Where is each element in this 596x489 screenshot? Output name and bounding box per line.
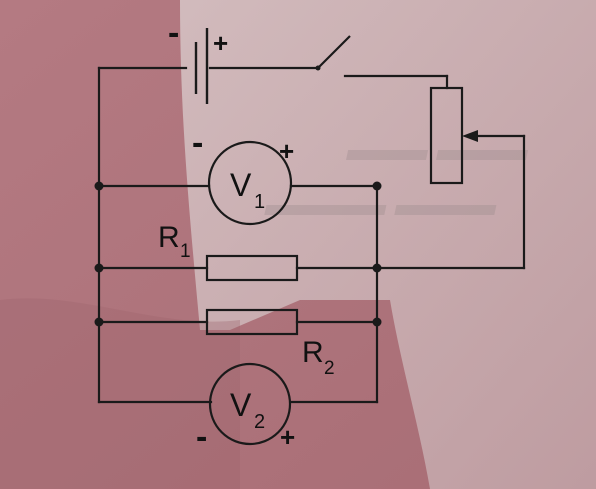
- voltmeter-1-subscript: 1: [254, 191, 265, 213]
- resistor-2-body: [205, 308, 299, 336]
- switch-contact-left: [315, 65, 321, 71]
- light-region: [180, 0, 596, 489]
- resistor-2-letter: R: [302, 336, 324, 369]
- resistor-2-subscript: 2: [324, 358, 335, 379]
- battery-plus-label: +: [213, 28, 228, 58]
- circuit-wires: [97, 66, 526, 404]
- shadow-region: [0, 298, 240, 489]
- voltmeter-2-plus-label: +: [280, 422, 295, 452]
- junction-dots: [94, 181, 382, 327]
- voltmeter-2-letter: V: [230, 387, 252, 423]
- junction-dot: [94, 317, 104, 327]
- rheostat-body: [429, 86, 464, 185]
- junction-dot: [372, 263, 382, 273]
- resistor-1-subscript: 1: [180, 241, 191, 262]
- junction-dot: [372, 181, 382, 191]
- battery-minus-label: -: [168, 14, 179, 52]
- voltmeter-2-subscript: 2: [254, 411, 265, 433]
- junction-dot: [94, 263, 104, 273]
- voltmeter-1-minus-label: -: [192, 124, 203, 162]
- voltmeter-1-circle: [207, 140, 293, 226]
- resistor-1-body: [205, 254, 299, 282]
- background-text-lines: [264, 150, 529, 215]
- switch-symbol: [317, 35, 351, 69]
- voltmeter-2-minus-label: -: [196, 418, 207, 456]
- voltmeter-1-plus-label: +: [279, 136, 294, 166]
- voltmeter-1-letter: V: [230, 167, 252, 203]
- junction-dot: [94, 181, 104, 191]
- junction-dot: [372, 317, 382, 327]
- rheostat-slider-arrow-icon: [462, 130, 478, 142]
- voltmeter-2-circle: [208, 362, 292, 446]
- battery-symbol: [194, 28, 209, 104]
- resistor-1-letter: R: [158, 221, 180, 254]
